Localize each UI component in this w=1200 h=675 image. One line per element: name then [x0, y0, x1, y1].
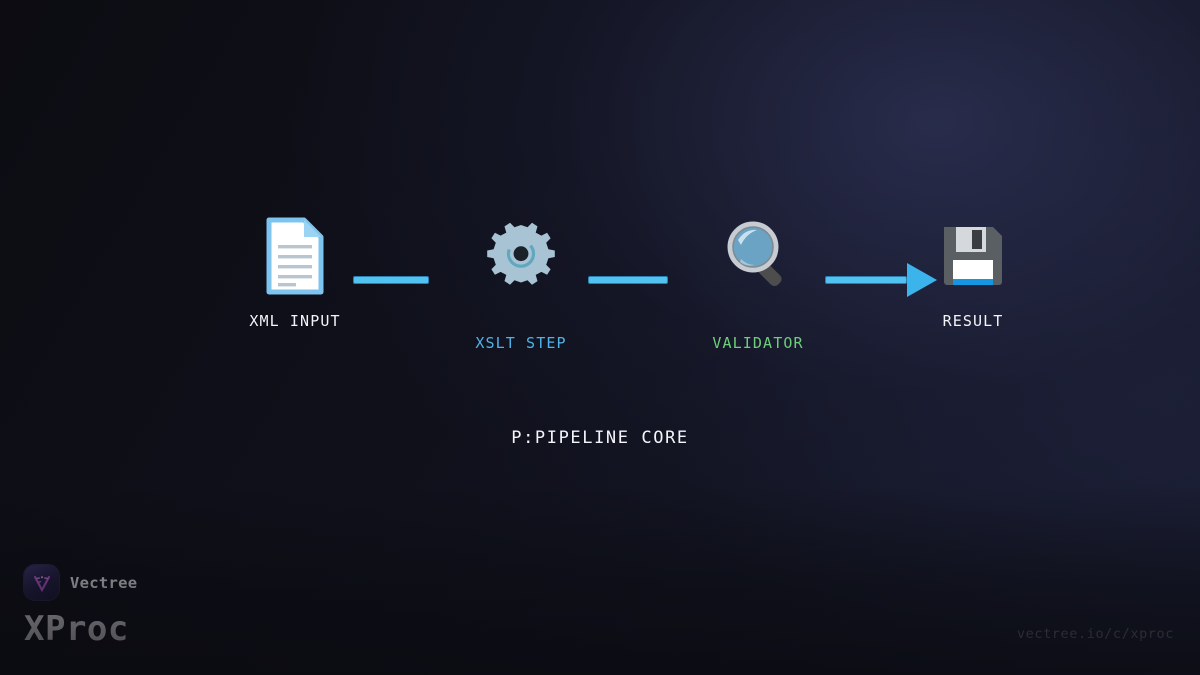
pipeline-node-validator[interactable]: VALIDATOR: [683, 214, 833, 352]
pipeline-node-result[interactable]: RESULT: [898, 214, 1048, 330]
pipeline-node-xml-input[interactable]: XML INPUT: [220, 214, 370, 330]
pipeline-node-label: VALIDATOR: [712, 334, 804, 352]
connector-3: [825, 276, 907, 284]
document-icon: [220, 214, 370, 298]
vectree-logo-icon: [24, 565, 59, 600]
floppy-disk-icon: [898, 214, 1048, 298]
page-title: XProc: [24, 609, 129, 649]
brand-row: Vectree: [24, 565, 137, 600]
footer-brand: Vectree XProc: [24, 565, 137, 649]
connector-3-arrowhead: [907, 263, 937, 297]
pipeline-diagram: XML INPUT XSLT STEP: [0, 214, 1200, 364]
diagram-caption: P:PIPELINE CORE: [511, 428, 689, 448]
pipeline-node-label: RESULT: [942, 312, 1004, 330]
connector-1: [353, 276, 429, 284]
brand-name: Vectree: [70, 573, 138, 592]
footer-url: vectree.io/c/xproc: [1016, 626, 1174, 642]
connector-2: [588, 276, 668, 284]
pipeline-node-label: XML INPUT: [249, 312, 341, 330]
pipeline-node-label: XSLT STEP: [475, 334, 567, 352]
magnifier-icon: [683, 214, 833, 298]
pipeline-node-xslt-step[interactable]: XSLT STEP: [446, 214, 596, 352]
gear-icon: [446, 214, 596, 298]
